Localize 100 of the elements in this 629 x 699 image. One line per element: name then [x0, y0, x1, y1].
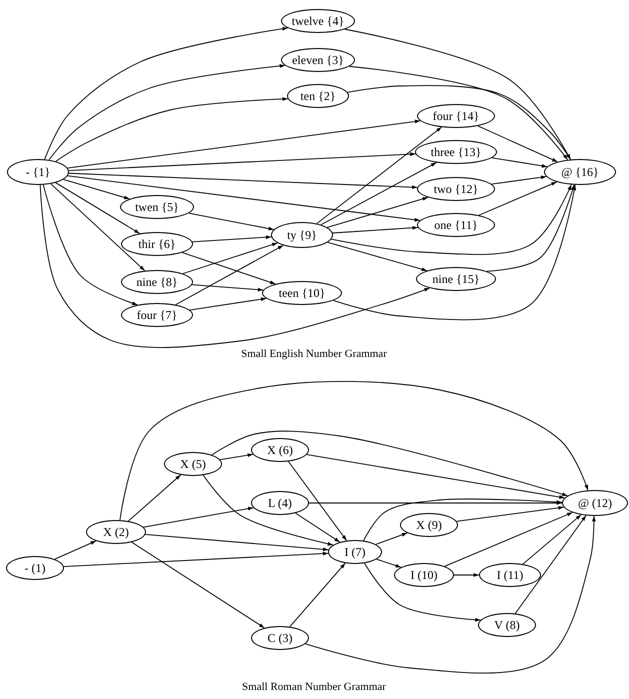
state-ellipse	[478, 613, 536, 637]
arrow	[48, 64, 286, 160]
arrow	[128, 474, 182, 522]
arrow	[220, 453, 254, 460]
arrow	[182, 252, 276, 284]
state-label: one {11}	[434, 218, 478, 232]
state-label: four {7}	[136, 308, 178, 322]
state-ellipse	[262, 281, 342, 305]
state-ellipse	[328, 540, 382, 564]
state-ellipse	[251, 626, 309, 650]
state-label: nine {8}	[136, 274, 178, 290]
state-label: teen {10}	[278, 286, 326, 300]
arrow	[182, 242, 278, 274]
state-label: thir {6}	[138, 236, 176, 252]
state-label: three {13}	[430, 144, 482, 160]
arrow	[288, 461, 348, 542]
state-ellipse	[7, 159, 69, 185]
state-label: X (9)	[416, 518, 442, 532]
arrow	[320, 162, 437, 226]
state-ellipse	[394, 563, 454, 587]
arrow	[54, 540, 96, 560]
arrow	[486, 184, 574, 272]
arrow	[188, 212, 274, 230]
state-label: ty {9}	[287, 228, 317, 242]
arrow	[304, 516, 596, 674]
state-ellipse	[281, 9, 355, 33]
state-ellipse	[417, 104, 495, 128]
state-label: - (1)	[24, 560, 46, 576]
arrow	[326, 196, 428, 228]
state-ellipse	[121, 303, 193, 327]
arrow	[347, 85, 572, 160]
state-ellipse	[281, 48, 355, 72]
state-label: eleven {3}	[292, 52, 344, 68]
arrow	[454, 573, 480, 577]
state-label: I (10)	[410, 568, 438, 582]
arrow	[40, 184, 430, 348]
state-label: X (5)	[180, 456, 206, 472]
arrow	[62, 179, 130, 200]
state-ellipse	[479, 563, 541, 587]
state-ellipse	[251, 491, 309, 515]
state-label: I (7)	[344, 544, 366, 560]
arrow	[491, 175, 547, 185]
arrow	[68, 152, 416, 171]
state-ellipse	[417, 177, 495, 201]
arrow	[144, 534, 329, 552]
arrow	[363, 498, 562, 542]
state-ellipse	[400, 513, 458, 537]
graph-caption: Small Roman Number Grammar	[242, 681, 386, 693]
state-label: nine {15}	[432, 272, 480, 286]
state-label: X (6)	[267, 442, 293, 458]
arrow	[478, 181, 558, 216]
state-ellipse	[562, 490, 628, 516]
arrow	[42, 184, 138, 306]
state-ellipse	[164, 452, 222, 476]
arrow	[444, 512, 573, 567]
arrow	[55, 182, 140, 234]
state-label: twelve {4}	[292, 14, 344, 28]
state-ellipse	[120, 195, 194, 219]
arrow	[306, 454, 566, 499]
arrow	[376, 558, 402, 568]
arrow	[55, 97, 288, 162]
arrow	[50, 183, 146, 272]
arrow	[332, 226, 418, 234]
state-ellipse	[415, 140, 497, 164]
state-label: I (11)	[496, 568, 524, 582]
state-label: X (2)	[103, 524, 129, 540]
arrow	[514, 515, 586, 614]
arrow	[330, 184, 572, 255]
state-label: @ {16}	[561, 164, 599, 180]
arrow	[63, 552, 329, 567]
arrow	[68, 172, 418, 190]
state-label: two {12}	[434, 182, 478, 196]
arrow	[289, 562, 346, 628]
state-label: V (8)	[494, 618, 520, 632]
state-label: ten {2}	[300, 88, 336, 104]
arrow	[192, 235, 272, 242]
arrow	[120, 380, 588, 521]
arrow	[67, 120, 421, 168]
state-label: four {14}	[432, 108, 480, 124]
state-ellipse	[121, 232, 193, 256]
arrow	[175, 244, 284, 306]
arrow	[44, 26, 288, 160]
state-ellipse	[121, 270, 193, 294]
state-label: C (3)	[268, 630, 292, 646]
state-ellipse	[271, 222, 333, 248]
arrow	[491, 157, 548, 168]
state-ellipse	[251, 438, 309, 462]
arrow	[522, 514, 582, 565]
state-ellipse	[416, 267, 496, 291]
arrow	[333, 184, 576, 320]
arrow	[348, 66, 568, 160]
arrow	[364, 562, 482, 622]
state-label: L (4)	[268, 496, 292, 510]
arrow	[211, 430, 568, 496]
state-label: twen {5}	[135, 200, 179, 214]
state-ellipse	[6, 556, 64, 580]
arrow	[375, 532, 408, 545]
arrow	[308, 501, 562, 505]
arrow	[143, 506, 254, 528]
arrow	[456, 506, 564, 522]
